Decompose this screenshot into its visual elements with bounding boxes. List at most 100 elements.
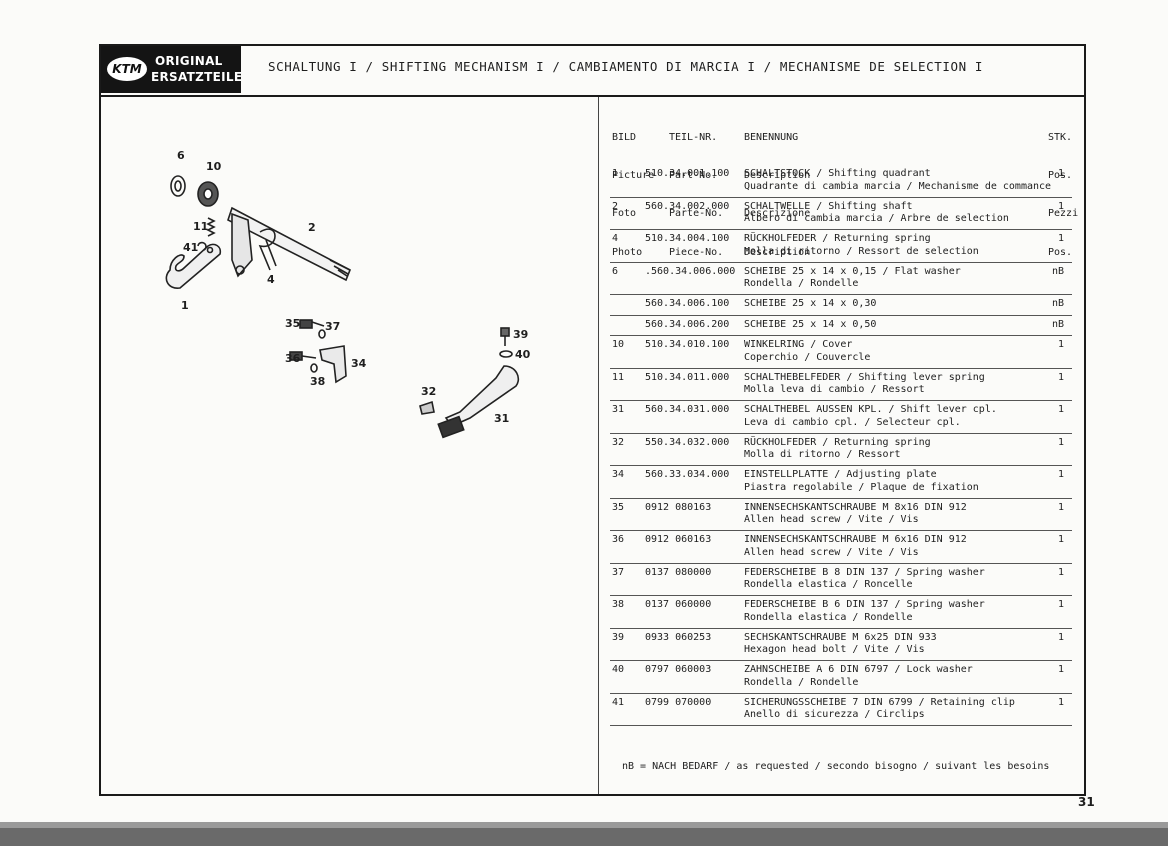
cell-qty: nB bbox=[1051, 298, 1064, 309]
callout-35: 35 bbox=[285, 317, 301, 330]
cell-qty: 1 bbox=[1057, 339, 1064, 350]
description-line-2: Quadrante di cambia marcia / Mechanisme … bbox=[744, 180, 1052, 192]
cell-qty: 1 bbox=[1057, 631, 1064, 643]
cell-bild: 2 bbox=[612, 200, 619, 212]
ktm-oval-badge: KTM bbox=[107, 57, 147, 81]
callout-10: 10 bbox=[206, 160, 222, 173]
cell-part-no: 0799 070000 bbox=[645, 696, 712, 708]
description-line-1: FEDERSCHEIBE B 6 DIN 137 / Spring washer bbox=[744, 599, 985, 610]
description-line-1: SECHSKANTSCHRAUBE M 6x25 DIN 933 bbox=[744, 631, 937, 643]
cell-bild: 6 bbox=[612, 265, 619, 277]
description-line-1: ZAHNSCHEIBE A 6 DIN 6797 / Lock washer bbox=[744, 664, 973, 675]
footnote: nB = NACH BEDARF / as requested / second… bbox=[622, 761, 1050, 772]
cell-qty: 1 bbox=[1057, 534, 1064, 545]
description-line-2: Hexagon head bolt / Vite / Vis bbox=[744, 644, 925, 656]
description-line-2: Anello di sicurezza / Circlips bbox=[744, 709, 925, 721]
cell-bild: 32 bbox=[612, 436, 625, 448]
quadrant-plate bbox=[231, 212, 253, 278]
description-line-2: Molla leva di cambio / Ressort bbox=[744, 384, 925, 396]
header-qty: STK. Pos. Pezzi Pos. bbox=[1048, 131, 1079, 258]
cell-bild: 4 bbox=[612, 233, 619, 244]
cell-part-no: 560.34.006.200 bbox=[645, 318, 730, 330]
callout-41: 41 bbox=[183, 241, 199, 254]
cell-part-no: 0912 060163 bbox=[645, 534, 712, 545]
description-line-2: Molla di ritorno / Ressort bbox=[744, 449, 901, 461]
screw-35-part bbox=[299, 319, 313, 329]
description-line-2: Allen head screw / Vite / Vis bbox=[744, 514, 919, 526]
callout-34: 34 bbox=[351, 357, 367, 370]
page-title: SCHALTUNG I / SHIFTING MECHANISM I / CAM… bbox=[268, 59, 984, 74]
header-rule bbox=[99, 95, 1086, 97]
cell-qty: nB bbox=[1051, 265, 1064, 277]
cell-bild: 1 bbox=[612, 168, 619, 179]
cell-bild: 31 bbox=[612, 404, 625, 415]
header-part-no: TEIL-NR. Part-No. Parte-No. Piece-No. bbox=[669, 131, 724, 258]
description-line-2: Molla di ritorno / Ressort de selection bbox=[744, 245, 979, 257]
cell-part-no: .560.34.006.000 bbox=[645, 265, 736, 277]
description-line-1: SCHEIBE 25 x 14 x 0,50 bbox=[744, 318, 877, 330]
description-line-2: Allen head screw / Vite / Vis bbox=[744, 546, 919, 558]
cell-bild: 37 bbox=[612, 566, 625, 578]
cell-bild: 34 bbox=[612, 469, 625, 480]
description-line-1: EINSTELLPLATTE / Adjusting plate bbox=[744, 469, 937, 480]
parts-table: 1 510.34.001.100 1 SCHALTSTOCK / Shifting q… bbox=[610, 165, 1072, 726]
description-line-2: Rondella elastica / Roncelle bbox=[744, 579, 913, 591]
cell-qty: 1 bbox=[1057, 200, 1064, 212]
cell-bild: 40 bbox=[612, 664, 625, 675]
cell-part-no: 510.34.004.100 bbox=[645, 233, 730, 244]
cell-part-no: 0137 060000 bbox=[645, 599, 712, 610]
description-line-1: FEDERSCHEIBE B 8 DIN 137 / Spring washer bbox=[744, 566, 985, 578]
callout-38: 38 bbox=[310, 375, 326, 388]
header-bild: BILD Picture Foto Photo bbox=[612, 131, 655, 258]
scan-edge-shadow bbox=[0, 822, 1168, 846]
cell-qty: 1 bbox=[1057, 599, 1064, 610]
description-line-1: INNENSECHSKANTSCHRAUBE M 6x16 DIN 912 bbox=[744, 534, 967, 545]
shaft-part bbox=[227, 206, 352, 282]
cell-bild: 41 bbox=[612, 696, 625, 708]
cell-bild: 11 bbox=[612, 371, 625, 383]
adjusting-plate-part bbox=[319, 345, 347, 384]
page-frame bbox=[99, 44, 1086, 796]
header-description: BENENNUNG Description Descrizione Descri… bbox=[744, 131, 811, 258]
callout-1: 1 bbox=[181, 299, 189, 312]
cell-part-no: 560.34.002.000 bbox=[645, 200, 730, 212]
table-row: 36 0912 060163 1 INNENSECHSKANTSCHRAUBE M 6… bbox=[610, 531, 1072, 564]
cell-part-no: 510.34.011.000 bbox=[645, 371, 730, 383]
cell-qty: 1 bbox=[1057, 501, 1064, 513]
logo-line-1: ORIGINAL bbox=[155, 54, 223, 68]
cell-qty: 1 bbox=[1057, 664, 1064, 675]
description-line-1: SCHEIBE 25 x 14 x 0,30 bbox=[744, 298, 877, 309]
cell-part-no: 510.34.001.100 bbox=[645, 168, 730, 179]
description-line-2: Albero di cambia marcia / Arbre de selec… bbox=[744, 213, 1009, 225]
cell-qty: 1 bbox=[1057, 566, 1064, 578]
shift-lever-part bbox=[444, 365, 520, 427]
cell-bild: 36 bbox=[612, 534, 625, 545]
cell-part-no: 560.34.006.100 bbox=[645, 298, 730, 309]
cell-bild: 35 bbox=[612, 501, 625, 513]
description-line-1: SCHALTWELLE / Shifting shaft bbox=[744, 200, 913, 212]
bolt-39-part bbox=[500, 327, 510, 337]
description-line-2: Piastra regolabile / Plaque de fixation bbox=[744, 481, 979, 493]
cell-part-no: 550.34.032.000 bbox=[645, 436, 730, 448]
description-line-2: Rondella / Rondelle bbox=[744, 676, 859, 688]
cell-description: FEDERSCHEIBE B 6 DIN 137 / Spring washer… bbox=[744, 599, 985, 624]
exploded-diagram bbox=[165, 175, 520, 439]
